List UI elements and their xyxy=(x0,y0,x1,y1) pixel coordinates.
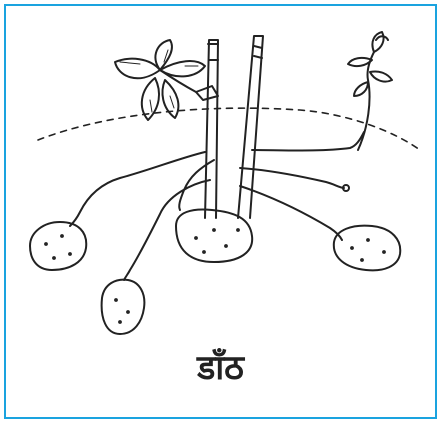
stolon-right-shoot xyxy=(252,132,364,151)
caption-label: डाँठ xyxy=(0,348,441,388)
potato-center xyxy=(176,210,252,262)
potato-bottom-left xyxy=(102,280,145,334)
potato-right xyxy=(334,226,400,271)
potato-left xyxy=(30,222,86,270)
stolon-lower-right xyxy=(240,186,342,240)
stolon-inner xyxy=(179,160,214,210)
right-leaf-shoot xyxy=(348,32,392,150)
soil-line xyxy=(38,108,420,150)
left-leaf-shoot xyxy=(115,40,218,120)
stolon-mid-left xyxy=(124,180,210,280)
stolon-right xyxy=(240,168,344,188)
